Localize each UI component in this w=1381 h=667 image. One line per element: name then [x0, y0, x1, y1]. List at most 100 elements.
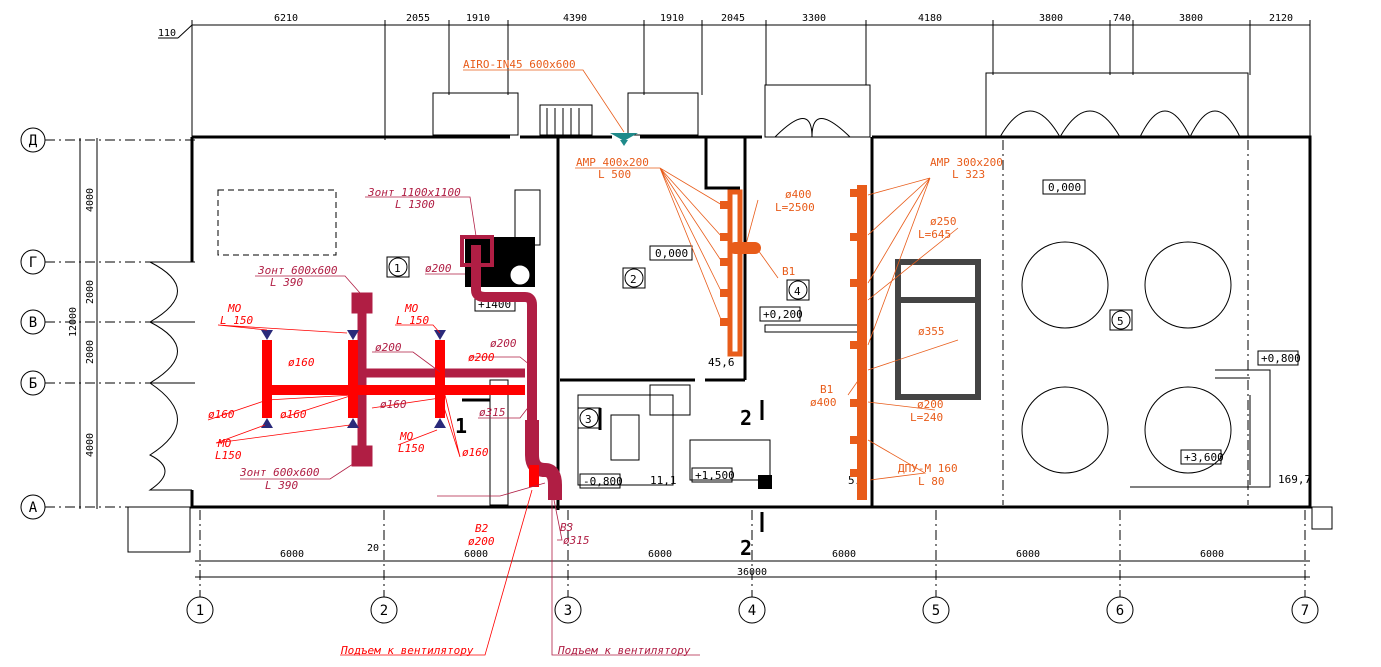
system-label: В3	[560, 521, 573, 534]
axis-label: 1	[196, 603, 204, 619]
dimension-text: 12000	[68, 307, 79, 337]
duct-diameter: ø160	[462, 446, 489, 459]
dimension-text: 4000	[85, 433, 96, 457]
duct-length: L=240	[910, 411, 943, 424]
mo-valve-label: МО	[399, 430, 414, 443]
dimension-text: 20	[367, 543, 379, 554]
local-exhaust-ducts	[262, 340, 539, 487]
room-number: 3	[585, 413, 592, 426]
dimension-text: 3800	[1039, 13, 1063, 24]
exhaust-ducts	[351, 235, 562, 500]
supply-annotations: AIRO-IN45 600x600 АМР 400x200 L 500 АМР …	[463, 58, 1003, 488]
duct-diameter: ø200	[468, 535, 495, 548]
duct-diameter: ø160	[208, 408, 235, 421]
axis-label: 3	[564, 603, 572, 619]
system-label: В1	[782, 265, 795, 278]
mo-valve-label: МО	[404, 302, 419, 315]
duct-diameter: ø250	[930, 215, 957, 228]
hood-label: Зонт 600x600	[239, 466, 320, 479]
dimension-text: 110	[158, 28, 176, 39]
duct-diameter: ø355	[918, 325, 945, 338]
top-dimension-chain: 6210 2055 1910 4390 1910 2045 3300 4180 …	[158, 13, 1311, 140]
axis-label: Г	[29, 255, 37, 271]
duct-length: L=2500	[775, 201, 815, 214]
duct-diameter: ø160	[280, 408, 307, 421]
dimension-text: 1910	[466, 13, 490, 24]
dimension-text: 2000	[85, 340, 96, 364]
exhaust-annotations: Зонт 1100x1100 L 1300 Зонт 600x600 L 390…	[239, 186, 691, 657]
dimension-text: 4000	[85, 188, 96, 212]
level-mark: +1,500	[695, 469, 735, 482]
dimension-text: 6000	[648, 549, 672, 560]
amp-grille-length: L 500	[598, 168, 631, 181]
axis-label: Б	[29, 376, 37, 392]
room-markers: 1 2 3 4 5	[386, 256, 1133, 429]
axis-label: 6	[1116, 603, 1124, 619]
annex-outlines	[432, 72, 1249, 139]
duct-diameter: ø200	[468, 351, 495, 364]
axis-label: В	[29, 315, 37, 331]
duct-diameter: ø400	[810, 396, 837, 409]
amp-grille-length: L 323	[952, 168, 985, 181]
leader-lines	[207, 69, 959, 656]
dimension-text: 2120	[1269, 13, 1293, 24]
hood-label: Зонт 1100x1100	[367, 186, 461, 199]
airo-diffuser-icon	[610, 133, 638, 146]
riser-note: Подъем к вентилятору	[557, 644, 691, 657]
hood-length: L 1300	[395, 198, 435, 211]
dimension-text: 1910	[660, 13, 684, 24]
dimension-text: 3800	[1179, 13, 1203, 24]
local-exhaust-annotations: МО L 150 МО L 150 МО L150 МО L150 ø160 ø…	[208, 302, 495, 657]
area-value: 169,7	[1278, 473, 1311, 486]
dimension-text: 36000	[737, 567, 767, 578]
dimension-text: 4390	[563, 13, 587, 24]
area-value: 45,6	[708, 356, 735, 369]
duct-diameter: ø400	[785, 188, 812, 201]
riser-note: Подъем к вентилятору	[340, 644, 474, 657]
dimension-text: 6000	[464, 549, 488, 560]
dimension-text: 6000	[832, 549, 856, 560]
dimension-text: 2055	[406, 13, 430, 24]
duct-diameter: ø200	[425, 262, 452, 275]
dimension-text: 740	[1113, 13, 1131, 24]
system-label: В2	[475, 522, 489, 535]
dpu-valve-label: ДПУ-М 160	[898, 462, 958, 475]
amp-grille-label: АМР 300x200	[930, 156, 1003, 169]
duct-diameter: ø160	[380, 398, 407, 411]
duct-diameter: ø200	[375, 341, 402, 354]
axis-label: Д	[29, 133, 38, 149]
duct-diameter: ø315	[479, 406, 506, 419]
duct-diameter: ø315	[563, 534, 590, 547]
hood-length: L 390	[270, 276, 303, 289]
mo-valve-length: L150	[215, 449, 242, 462]
dimension-text: 3300	[802, 13, 826, 24]
mo-valve-length: L 150	[396, 314, 429, 327]
dimension-text: 6000	[280, 549, 304, 560]
area-value: 11,1	[650, 474, 677, 487]
axis-label: 4	[748, 603, 756, 619]
section-mark: 2	[740, 536, 752, 560]
dimension-text: 6210	[274, 13, 298, 24]
hood-length: L 390	[265, 479, 298, 492]
room-number: 4	[794, 285, 801, 298]
level-mark: +0,200	[763, 308, 803, 321]
mo-valve-label: МО	[227, 302, 242, 315]
level-mark: +0,800	[1261, 352, 1301, 365]
dimension-text: 6000	[1016, 549, 1040, 560]
duct-diameter: ø200	[917, 398, 944, 411]
dpu-valve-length: L 80	[918, 475, 945, 488]
bottom-dimension-chain: 6000 6000 6000 6000 6000 6000 36000 20	[195, 543, 1310, 578]
hood-label: Зонт 600x600	[257, 264, 338, 277]
mo-valve-length: L150	[398, 442, 425, 455]
dimension-text: 2045	[721, 13, 745, 24]
dimension-text: 6000	[1200, 549, 1224, 560]
mo-valve-label: МО	[217, 437, 232, 450]
room-number: 2	[630, 273, 637, 286]
section-marks: 1 2 2	[455, 398, 764, 560]
level-marks: 0,000 0,000 +1400 +0,200 +0,800 +3,600 -…	[474, 179, 1311, 489]
supply-ducts	[720, 185, 867, 500]
axis-label: 2	[380, 603, 388, 619]
axis-label: 7	[1301, 603, 1309, 619]
duct-diameter: ø200	[490, 337, 517, 350]
